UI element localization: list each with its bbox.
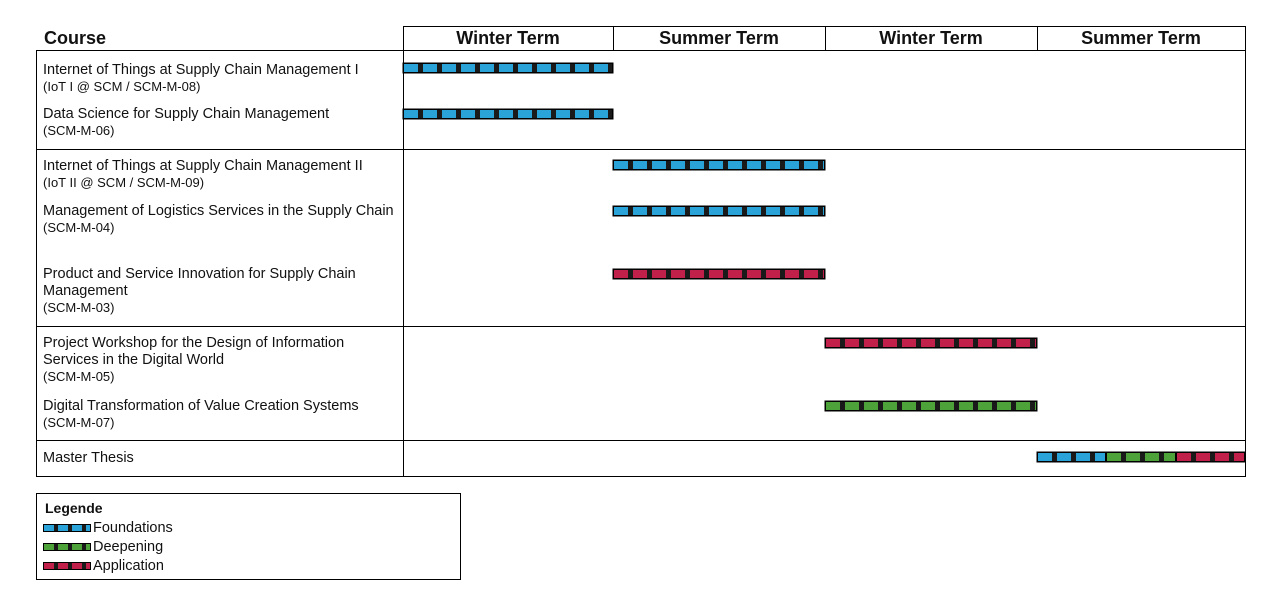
column-header-course: Course [44, 28, 107, 48]
course-title: Internet of Things at Supply Chain Manag… [43, 62, 359, 78]
course-item: Internet of Things at Supply Chain Manag… [43, 62, 401, 95]
course-code: (IoT II @ SCM / SCM-M-09) [43, 175, 205, 190]
course-bar-foundations [613, 160, 825, 170]
legend-item-foundations: Foundations [43, 519, 173, 537]
course-title: Project Workshop for the Design of Infor… [43, 335, 345, 368]
course-code: (SCM-M-04) [43, 220, 115, 235]
course-title: Product and Service Innovation for Suppl… [43, 266, 356, 299]
course-item: Project Workshop for the Design of Infor… [43, 335, 401, 385]
course-bar-foundations [613, 206, 825, 216]
course-bar-application [1175, 452, 1245, 462]
grid-line [36, 50, 37, 477]
course-bar-application [613, 269, 825, 279]
term-header-4: Summer Term [1081, 28, 1201, 48]
legend-label: Foundations [93, 520, 173, 536]
course-bar-deepening [825, 401, 1037, 411]
course-title: Internet of Things at Supply Chain Manag… [43, 158, 363, 174]
grid-line [36, 50, 1246, 51]
term-header-3: Winter Term [879, 28, 983, 48]
grid-line [36, 440, 1246, 441]
course-code: (SCM-M-03) [43, 300, 115, 315]
course-title: Management of Logistics Services in the … [43, 203, 394, 219]
course-code: (SCM-M-05) [43, 369, 115, 384]
legend-swatch [43, 562, 91, 570]
course-bar-foundations [403, 63, 613, 73]
grid-line [825, 26, 826, 51]
course-item: Management of Logistics Services in the … [43, 203, 401, 236]
legend: Legende Foundations Deepening Applicatio… [36, 493, 461, 580]
course-item: Digital Transformation of Value Creation… [43, 398, 401, 431]
legend-label: Application [93, 558, 164, 574]
term-header-2: Summer Term [659, 28, 779, 48]
course-item: Internet of Things at Supply Chain Manag… [43, 158, 401, 191]
legend-item-application: Application [43, 557, 164, 575]
course-code: (SCM-M-06) [43, 123, 115, 138]
course-title: Data Science for Supply Chain Management [43, 106, 330, 122]
grid-line [403, 26, 1246, 27]
grid-line [36, 326, 1246, 327]
course-code: (IoT I @ SCM / SCM-M-08) [43, 79, 201, 94]
grid-line [403, 26, 404, 477]
legend-title: Legende [45, 500, 103, 516]
grid-line [1245, 26, 1246, 477]
course-item: Data Science for Supply Chain Management… [43, 106, 401, 139]
course-title: Master Thesis [43, 450, 134, 466]
course-title: Digital Transformation of Value Creation… [43, 398, 359, 414]
grid-line [36, 476, 1246, 477]
legend-item-deepening: Deepening [43, 538, 163, 556]
course-item: Product and Service Innovation for Suppl… [43, 266, 401, 316]
course-bar-foundations [403, 109, 613, 119]
legend-label: Deepening [93, 539, 164, 555]
course-code: (SCM-M-07) [43, 415, 115, 430]
grid-line [36, 149, 1246, 150]
grid-line [613, 26, 614, 51]
course-bar-deepening [1106, 452, 1176, 462]
legend-swatch [43, 524, 91, 532]
legend-swatch [43, 543, 91, 551]
course-schedule-grid: Course Winter Term Summer Term Winter Te… [36, 26, 1246, 477]
course-bar-foundations [1037, 452, 1107, 462]
term-header-1: Winter Term [456, 28, 560, 48]
course-item: Master Thesis [43, 450, 401, 467]
course-bar-application [825, 338, 1037, 348]
grid-line [1037, 26, 1038, 51]
